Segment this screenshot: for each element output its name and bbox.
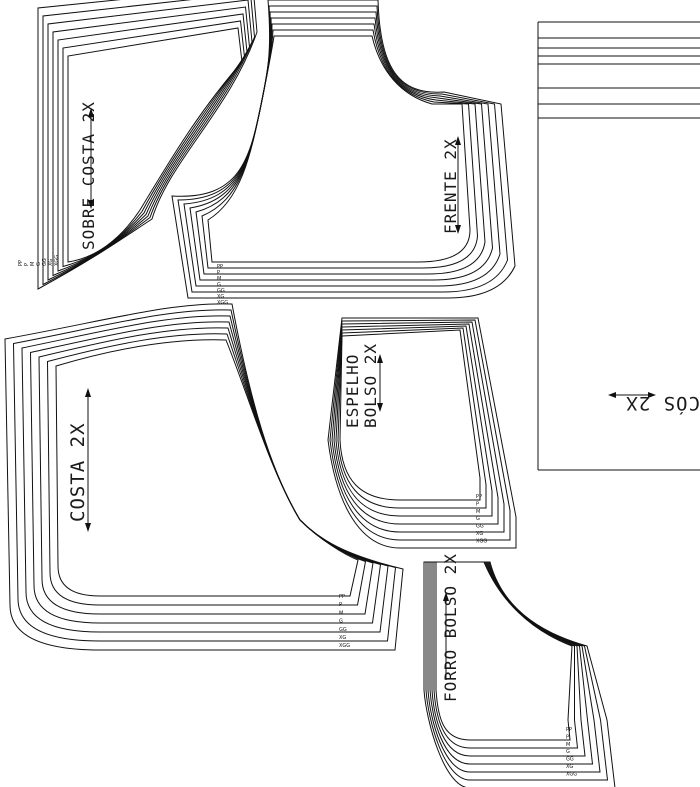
piece-sobre-costa — [37, 0, 258, 290]
espelho-bolso-outline-pp — [339, 329, 481, 501]
grainline-sobre-costa — [88, 108, 94, 209]
espelho-bolso-outline-gg — [331, 321, 505, 533]
label-forro-bolso: FORRO BOLSO 2X — [441, 553, 460, 702]
espelho-bolso-size-xgg: XGG — [476, 538, 487, 544]
espelho-bolso-outline-xg — [329, 319, 511, 541]
grainline-forro-bolso — [443, 592, 449, 680]
grainline-frente — [455, 136, 461, 234]
espelho-bolso-outline-xgg — [327, 317, 517, 549]
forro-bolso-size-g: G — [566, 749, 570, 755]
sobre-costa-size-m: M — [30, 262, 36, 266]
sobre-costa-size-pp: PP — [18, 260, 24, 266]
espelho-bolso-size-gg: GG — [476, 524, 484, 530]
forro-bolso-outline-xgg — [423, 561, 616, 787]
costa-size-xg: XG — [339, 635, 346, 641]
sobre-costa-size-gg: GG — [42, 258, 48, 266]
frente-size-m: M — [217, 276, 221, 282]
sobre-costa-size-g: G — [36, 262, 42, 266]
piece-espelho-bolso — [327, 317, 517, 549]
costa-size-g: G — [339, 619, 343, 625]
espelho-bolso-size-g: G — [476, 516, 480, 522]
piece-cos — [537, 21, 700, 471]
forro-bolso-size-pp: PP — [566, 727, 572, 733]
frente-outline-p — [201, 29, 479, 269]
costa-outline-m — [38, 327, 374, 615]
sobre-costa-size-p: P — [24, 263, 30, 266]
forro-bolso-size-p: P — [566, 734, 569, 740]
costa-size-gg: GG — [339, 627, 347, 633]
costa-outline-xgg — [4, 303, 404, 651]
costa-size-xgg: XGG — [339, 643, 350, 649]
piece-costa — [4, 303, 404, 651]
frente-size-pp: PP — [217, 264, 223, 270]
label-cos: CÓS 2X — [625, 392, 700, 416]
frente-outline-pp — [207, 35, 471, 263]
costa-outline-p — [46, 333, 367, 606]
frente-size-gg: GG — [217, 288, 225, 294]
espelho-bolso-outline-g — [333, 323, 499, 525]
espelho-bolso-size-m: M — [476, 509, 480, 515]
label-frente: FRENTE 2X — [441, 138, 460, 234]
frente-size-p: P — [217, 270, 220, 276]
label-espelho: ESPELHO — [343, 354, 362, 428]
sobre-costa-size-xg: XG — [48, 259, 54, 266]
costa-size-pp: PP — [339, 594, 345, 600]
grainline-costa — [85, 388, 91, 532]
frente-size-xg: XG — [217, 294, 224, 300]
espelho-bolso-size-p: P — [476, 501, 479, 507]
grainline-cos — [608, 392, 656, 398]
forro-bolso-size-xgg: XGG — [566, 771, 577, 777]
forro-bolso-size-xg: XG — [566, 764, 573, 770]
costa-outline-pp — [55, 339, 359, 597]
label-costa: COSTA 2X — [67, 422, 89, 522]
sobre-costa-size-xgg: XGG — [54, 255, 60, 266]
sobre-costa-outline-xgg — [37, 0, 258, 290]
label-sobre-costa: SOBRE COSTA 2X — [79, 101, 98, 250]
espelho-bolso-outline-m — [335, 325, 493, 517]
espelho-bolso-size-xg: XG — [476, 531, 483, 537]
espelho-bolso-size-pp: PP — [476, 494, 482, 500]
costa-size-m: M — [339, 610, 343, 616]
piece-frente — [171, 0, 516, 299]
grainline-espelho-bolso — [377, 354, 383, 412]
espelho-bolso-outline-p — [337, 327, 487, 509]
costa-size-p: P — [339, 602, 342, 608]
forro-bolso-size-gg: GG — [566, 757, 574, 763]
piece-forro-bolso — [423, 561, 616, 787]
frente-size-g: G — [217, 282, 221, 288]
label-bolso-2x: BOLSO 2X — [361, 343, 380, 428]
forro-bolso-size-m: M — [566, 742, 570, 748]
frente-size-xgg: XGG — [217, 300, 228, 306]
frente-outline-xgg — [171, 0, 516, 299]
